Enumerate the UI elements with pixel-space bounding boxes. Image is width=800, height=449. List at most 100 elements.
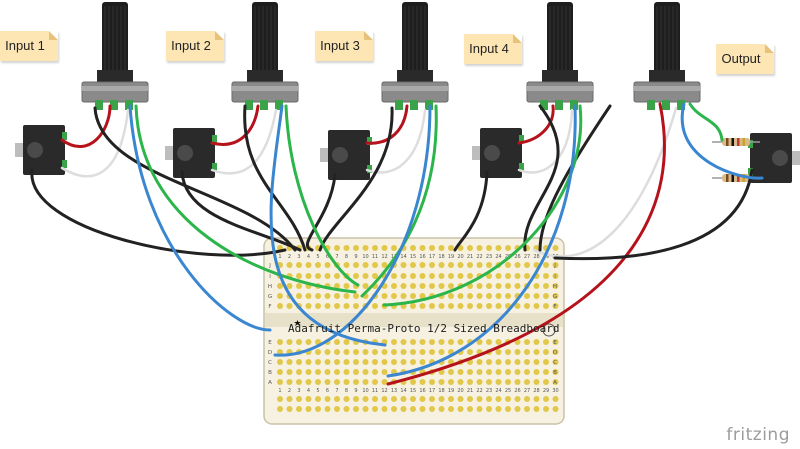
breadboard-hole	[495, 349, 502, 355]
breadboard-rail-hole	[305, 396, 312, 402]
row-letter: I	[554, 274, 556, 280]
breadboard-hole	[419, 293, 426, 299]
wire	[273, 104, 432, 357]
breadboard-hole	[438, 262, 445, 268]
breadboard-hole	[410, 359, 416, 365]
breadboard-rail-hole	[391, 396, 397, 402]
breadboard-hole	[362, 379, 369, 385]
breadboard-hole	[514, 369, 521, 375]
wire	[538, 104, 612, 252]
breadboard-hole	[524, 349, 530, 355]
label-input-1-text: Input 1	[5, 38, 45, 53]
column-number: 7	[335, 254, 338, 260]
breadboard-rail-hole	[429, 245, 435, 251]
breadboard-rail-hole	[296, 406, 302, 412]
wire	[680, 102, 764, 180]
breadboard-rail-hole	[505, 245, 511, 251]
breadboard-rail-hole	[410, 245, 416, 251]
potentiometer-shaft	[402, 2, 428, 74]
breadboard-hole	[438, 349, 445, 355]
breadboard-rail-hole	[324, 396, 331, 402]
potentiometer-pin	[662, 100, 670, 110]
breadboard-hole	[372, 379, 378, 385]
breadboard-hole	[410, 262, 416, 268]
breadboard-hole	[305, 293, 312, 299]
breadboard-hole	[448, 273, 454, 279]
column-number: 5	[316, 254, 319, 260]
breadboard-hole	[476, 339, 483, 345]
breadboard-hole	[353, 359, 359, 365]
breadboard-hole	[524, 262, 530, 268]
breadboard-hole	[429, 303, 435, 309]
column-number: 30	[552, 388, 558, 394]
breadboard-hole	[400, 359, 407, 365]
breadboard-hole	[486, 303, 492, 309]
breadboard-hole	[410, 273, 416, 279]
row-letter: A	[268, 380, 272, 386]
breadboard-rail-hole	[467, 396, 473, 402]
breadboard-hole	[343, 339, 350, 345]
breadboard-hole	[505, 283, 511, 289]
breadboard-rail-hole	[476, 396, 483, 402]
breadboard-hole	[324, 349, 331, 355]
breadboard-hole	[495, 359, 502, 365]
jack-pin	[62, 132, 67, 140]
potentiometer-body-highlight	[232, 86, 298, 91]
breadboard-hole	[552, 262, 559, 268]
breadboard-hole	[429, 262, 435, 268]
breadboard-rail-hole	[533, 396, 540, 402]
potentiometer-body	[526, 81, 594, 103]
breadboard-hole	[495, 293, 502, 299]
breadboard-hole	[429, 273, 435, 279]
breadboard-hole	[448, 369, 454, 375]
breadboard-hole	[324, 369, 331, 375]
breadboard-rail-hole	[467, 245, 473, 251]
column-number: 24	[495, 388, 501, 394]
breadboard-hole	[296, 369, 302, 375]
jack-sleeve	[15, 143, 25, 157]
wire	[284, 104, 360, 287]
breadboard-rail-hole	[486, 406, 492, 412]
breadboard-hole	[353, 379, 359, 385]
breadboard-hole	[277, 293, 283, 299]
breadboard-hole	[419, 262, 426, 268]
breadboard-hole	[467, 349, 473, 355]
potentiometer-body	[381, 81, 449, 103]
jack-socket	[332, 147, 348, 163]
breadboard-hole	[334, 303, 340, 309]
breadboard-hole	[324, 273, 331, 279]
breadboard-hole	[381, 359, 388, 365]
breadboard-rail-hole	[524, 406, 530, 412]
wire	[30, 168, 287, 257]
wire	[365, 108, 427, 174]
breadboard-hole	[533, 293, 540, 299]
breadboard-rail-hole	[438, 406, 445, 412]
column-number: 27	[524, 388, 530, 394]
breadboard-hole	[514, 262, 521, 268]
breadboard-hole	[533, 379, 540, 385]
breadboard-hole	[419, 349, 426, 355]
breadboard-hole	[505, 293, 511, 299]
potentiometer-body	[231, 81, 299, 103]
column-number: 29	[543, 388, 549, 394]
column-number: 8	[345, 254, 348, 260]
breadboard-hole	[486, 379, 492, 385]
jack-sleeve	[320, 148, 330, 162]
breadboard-hole	[372, 273, 378, 279]
breadboard-hole	[315, 303, 321, 309]
label-input-1: Input 1	[0, 31, 58, 61]
column-number: 23	[486, 254, 492, 260]
fritzing-logo: fritzing	[726, 425, 790, 445]
breadboard-rail-hole	[429, 406, 435, 412]
potentiometer-pin	[275, 100, 283, 110]
breadboard-hole	[410, 283, 416, 289]
column-number: 2	[288, 254, 291, 260]
breadboard-hole	[343, 303, 350, 309]
jack-pin	[748, 140, 753, 148]
column-number: 4	[307, 254, 310, 260]
breadboard-hole	[505, 262, 511, 268]
breadboard-hole	[372, 262, 378, 268]
breadboard-hole	[514, 283, 521, 289]
breadboard-rail-hole	[277, 396, 283, 402]
